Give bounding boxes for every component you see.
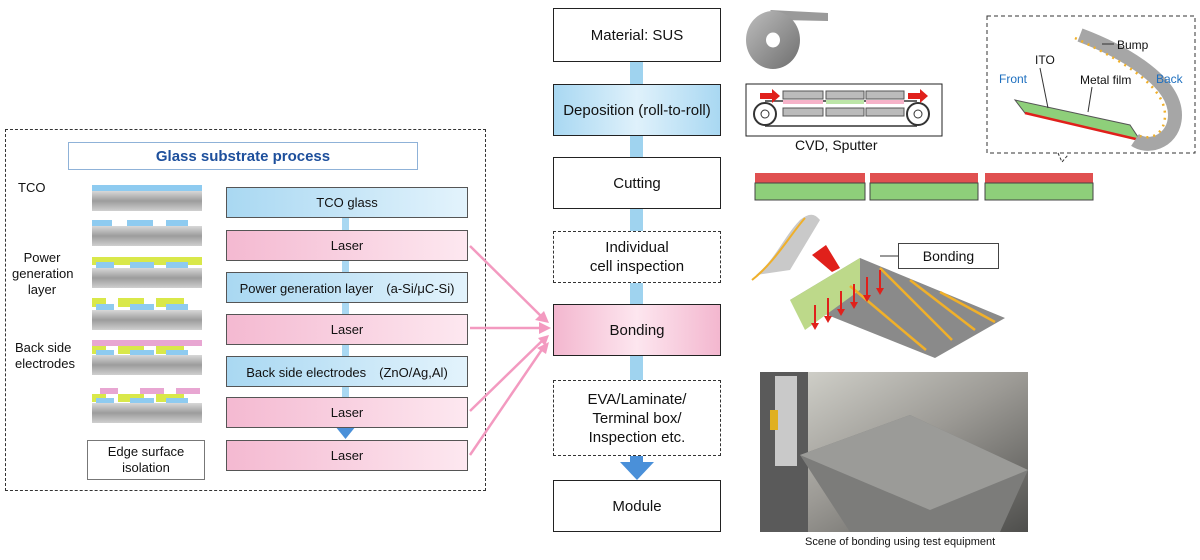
label-bump: Bump: [1117, 38, 1149, 52]
sus-roll-icon: [746, 10, 828, 69]
label-tco: TCO: [18, 180, 46, 195]
bonding-photo: [760, 372, 1028, 532]
flow-eva-laminate: EVA/Laminate/Terminal box/Inspection etc…: [553, 380, 721, 456]
bonding-callout: Bonding: [898, 243, 999, 269]
flow-module: Module: [553, 480, 721, 532]
label-metal-film: Metal film: [1080, 73, 1132, 87]
flow-cutting: Cutting: [553, 157, 721, 209]
glass-process-title: Glass substrate process: [155, 147, 331, 165]
glass-step-back-side-electrodes: Back side electrodes (ZnO/Ag,Al): [226, 356, 468, 387]
glass-step-power-generation-layer: Power generation layer (a-Si/μC-Si): [226, 272, 468, 303]
flow-material-sus: Material: SUS: [553, 8, 721, 62]
photo-caption: Scene of bonding using test equipment: [805, 536, 996, 548]
stack-tco: [92, 185, 202, 211]
glass-step-tco-glass: TCO glass: [226, 187, 468, 218]
stack-power-generation: [92, 257, 202, 288]
stack-power-generation-scribed: [92, 298, 202, 330]
cut-cells: [754, 173, 1094, 201]
edge-surface-isolation-box: Edge surface isolation: [87, 440, 205, 480]
glass-step-laser-4: Laser: [226, 440, 468, 471]
deposition-caption: CVD, Sputter: [795, 137, 878, 153]
stack-back-electrode: [92, 340, 202, 375]
stack-back-electrode-scribed: [92, 388, 202, 423]
stack-tco-scribed: [92, 220, 202, 246]
label-back: Back: [1156, 72, 1183, 86]
flow-deposition: Deposition (roll-to-roll): [553, 84, 721, 136]
glass-step-laser-2: Laser: [226, 314, 468, 345]
glass-step-laser-3: Laser: [226, 397, 468, 428]
bonding-illustration: [751, 214, 1005, 358]
glass-step-laser-1: Laser: [226, 230, 468, 261]
label-power-generation-layer: Power generation layer: [12, 250, 74, 297]
flow-bonding: Bonding: [553, 304, 721, 356]
glass-substrate-panel: [5, 129, 486, 491]
roll-to-roll-diagram: [745, 83, 943, 137]
label-front: Front: [999, 72, 1028, 86]
ito-cell-detail: [1013, 28, 1183, 151]
glass-process-title-box: Glass substrate process: [68, 142, 418, 170]
label-back-side-electrodes: Back side electrodes: [15, 340, 75, 371]
pink-arrows: [468, 245, 547, 456]
label-ito: ITO: [1035, 53, 1055, 67]
